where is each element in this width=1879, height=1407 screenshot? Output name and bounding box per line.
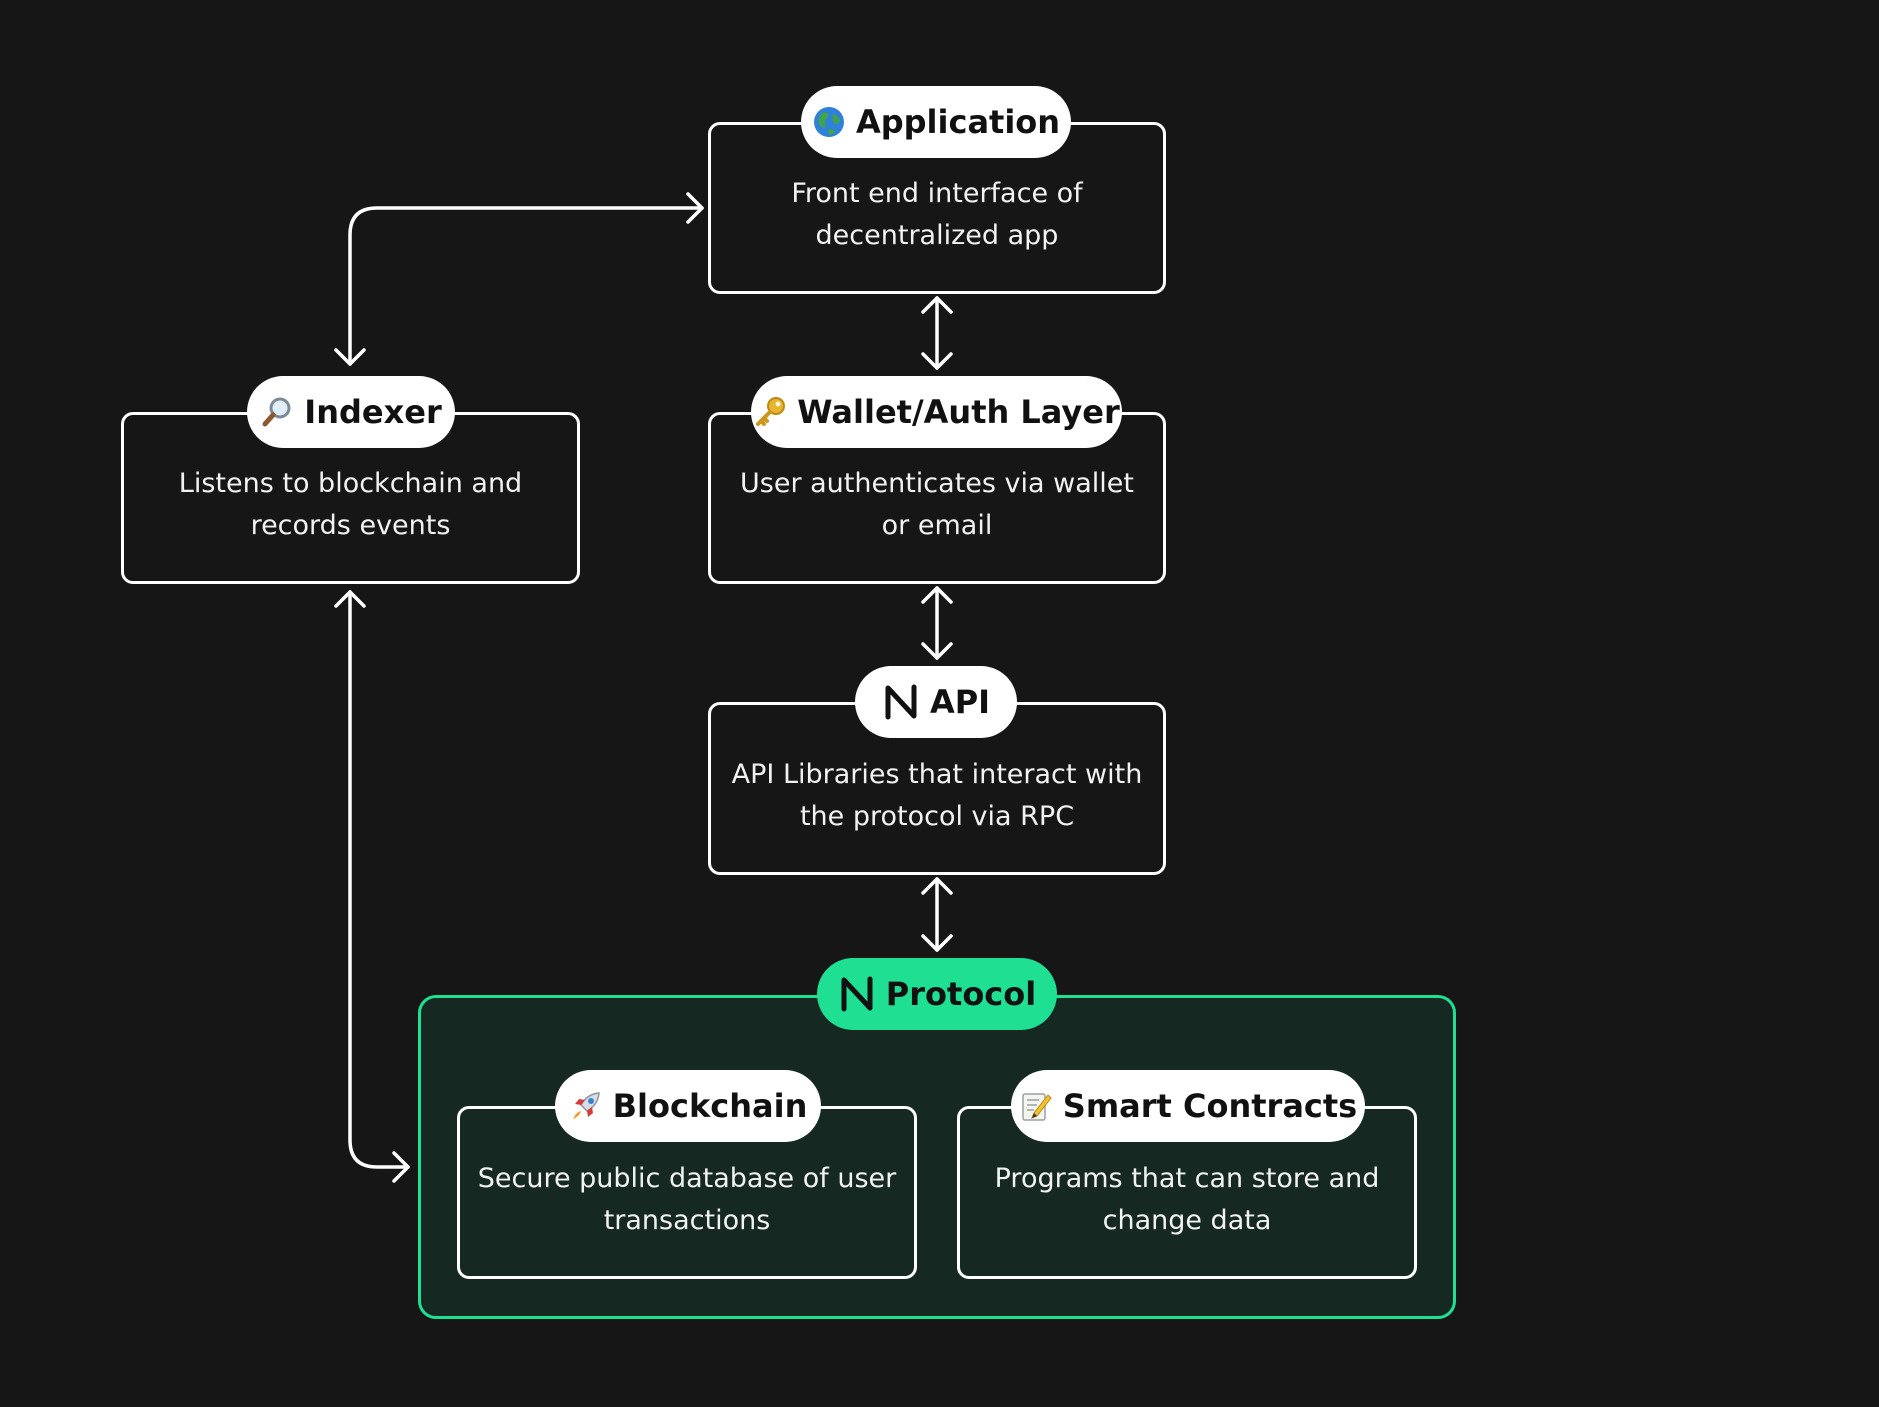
application-description: Front end interface of decentralized app <box>791 178 1083 251</box>
near-logo-icon <box>882 683 920 721</box>
smart-contracts-description: Programs that can store and change data <box>994 1162 1380 1236</box>
memo-icon <box>1019 1089 1053 1123</box>
indexer-description: Listens to blockchain and records events <box>178 468 523 541</box>
wallet-auth-description: User authenticates via wallet or email <box>740 468 1134 541</box>
arrow-wallet-api <box>921 586 953 660</box>
indexer-label: Indexer <box>247 376 455 448</box>
indexer-title: Indexer <box>304 393 442 431</box>
application-node: Front end interface of decentralized app <box>708 122 1166 294</box>
key-icon <box>753 395 787 429</box>
application-label: Application <box>801 86 1071 158</box>
magnifier-icon <box>260 395 294 429</box>
smart-contracts-title: Smart Contracts <box>1062 1087 1358 1125</box>
blockchain-label: Blockchain <box>555 1070 821 1142</box>
arrow-api-protocol <box>921 877 953 952</box>
api-description: API Libraries that interact with the pro… <box>731 758 1143 832</box>
api-label: API <box>855 666 1017 738</box>
smart-contracts-label: Smart Contracts <box>1011 1070 1365 1142</box>
arrow-indexer-protocol <box>334 590 410 1183</box>
api-title: API <box>929 683 991 721</box>
wallet-auth-title: Wallet/Auth Layer <box>797 393 1120 431</box>
wallet-auth-label: Wallet/Auth Layer <box>751 376 1122 448</box>
blockchain-description: Secure public database of user transacti… <box>477 1162 897 1236</box>
near-logo-icon <box>838 975 876 1013</box>
application-title: Application <box>855 103 1061 141</box>
arrow-application-wallet <box>921 296 953 370</box>
globe-icon <box>812 105 846 139</box>
blockchain-title: Blockchain <box>612 1087 808 1125</box>
arrow-application-indexer <box>334 192 704 366</box>
protocol-title: Protocol <box>885 975 1037 1013</box>
rocket-icon <box>569 1089 603 1123</box>
protocol-label: Protocol <box>817 958 1057 1030</box>
